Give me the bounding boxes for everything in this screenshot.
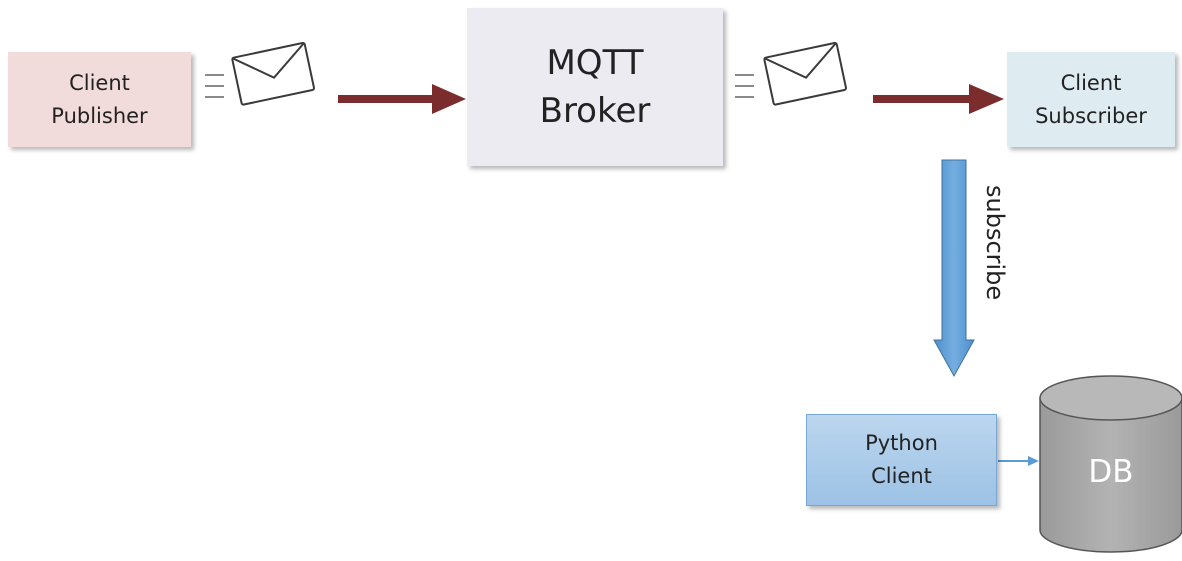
- broker-label-line-1: MQTT: [546, 43, 644, 83]
- deliver-arrow: [873, 84, 1004, 114]
- broker-label-line-2: Broker: [539, 91, 651, 131]
- envelope-icon: [231, 41, 315, 106]
- database-label: DB: [1088, 454, 1134, 490]
- publish-arrow: [338, 84, 466, 114]
- publisher-label-line-1: Client: [69, 70, 130, 95]
- speed-lines-icon: [205, 74, 224, 98]
- subscriber-label-line-2: Subscriber: [1035, 103, 1147, 128]
- client-publisher-node: Client Publisher: [8, 52, 191, 147]
- python-label-line-2: Client: [871, 464, 932, 488]
- store-arrow: [998, 456, 1039, 466]
- python-client-node: Python Client: [806, 414, 997, 506]
- client-subscriber-node: Client Subscriber: [1007, 52, 1175, 147]
- database-icon: [1039, 375, 1182, 553]
- speed-lines-icon: [735, 74, 754, 98]
- envelope-icon: [763, 41, 847, 106]
- publisher-label-line-2: Publisher: [51, 103, 148, 128]
- subscribe-edge-label: subscribe: [981, 185, 1009, 301]
- subscribe-arrow: [933, 159, 975, 378]
- mqtt-broker-node: MQTT Broker: [467, 8, 723, 166]
- python-label-line-1: Python: [865, 431, 938, 455]
- subscriber-label-line-1: Client: [1060, 70, 1122, 95]
